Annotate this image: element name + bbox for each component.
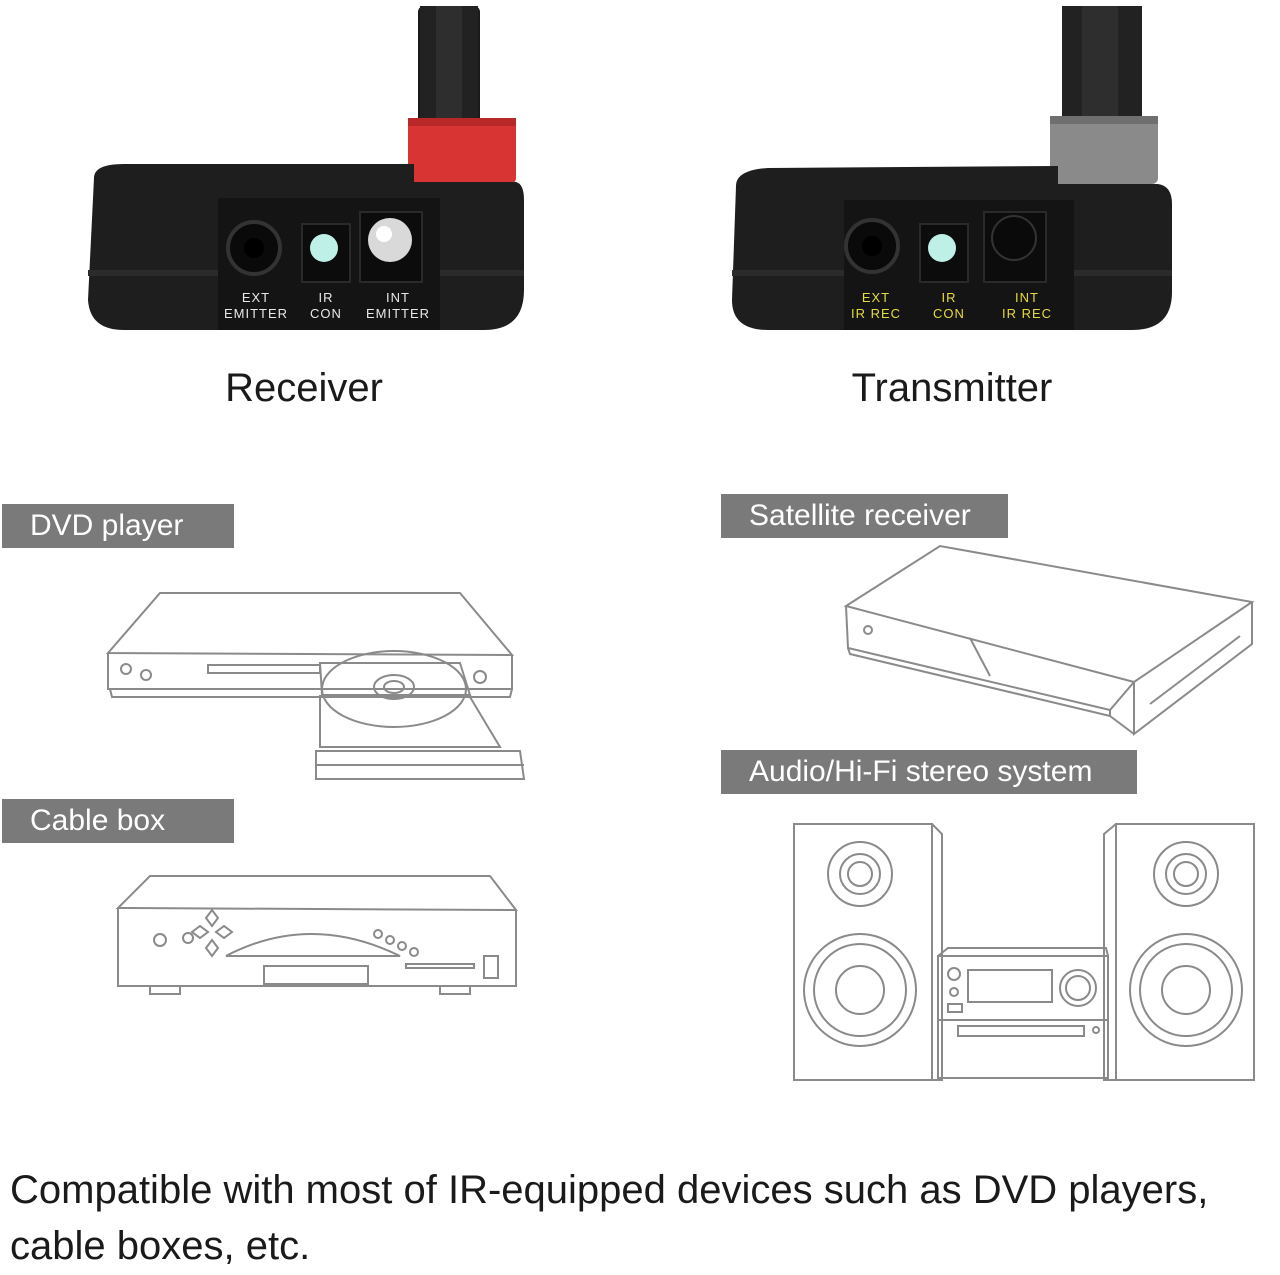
dvd-player-icon [105,592,526,780]
audio-system-icon [793,823,1255,1081]
receiver-port-label: EXT EMITTER [223,290,289,321]
int-ir-rec-sensor [991,215,1037,261]
transmitter-ir-con-led [928,234,956,262]
transmitter-port-label: INT IR REC [1001,290,1053,321]
dvd-player-tag: DVD player [2,504,234,548]
receiver-caption: Receiver [225,366,383,410]
receiver-antenna-ring [408,118,516,184]
transmitter-unit: EXT IR REC IR CON INT IR REC [728,0,1188,340]
receiver-port-label: IR CON [310,290,342,321]
audio-system-tag: Audio/Hi-Fi stereo system [721,750,1137,794]
compatibility-note-line: Compatible with most of IR-equipped devi… [10,1168,1209,1212]
transmitter-port-label: IR CON [933,290,965,321]
int-emitter-led [368,218,412,262]
transmitter-port-label: EXT IR REC [850,290,902,321]
cable-box-icon [115,875,519,995]
receiver-port-label: INT EMITTER [365,290,431,321]
receiver-unit: EXT EMITTER IR CON INT EMITTER [84,0,524,340]
compatibility-note: Compatible with most of IR-equipped devi… [10,1162,1280,1274]
transmitter-device-image [732,6,1172,330]
transmitter-antenna-ring [1050,116,1158,184]
ir-con-led [310,234,338,262]
transmitter-caption: Transmitter [851,366,1053,410]
receiver-device-image [88,6,524,330]
receiver-port-labels: EXT EMITTER IR CON INT EMITTER [220,290,442,330]
satellite-receiver-tag: Satellite receiver [721,494,1008,538]
transmitter-port-labels: EXT IR REC IR CON INT IR REC [842,290,1072,330]
cable-box-tag: Cable box [2,799,234,843]
compatibility-note-line: cable boxes, etc. [10,1224,311,1268]
satellite-receiver-icon [843,544,1255,737]
